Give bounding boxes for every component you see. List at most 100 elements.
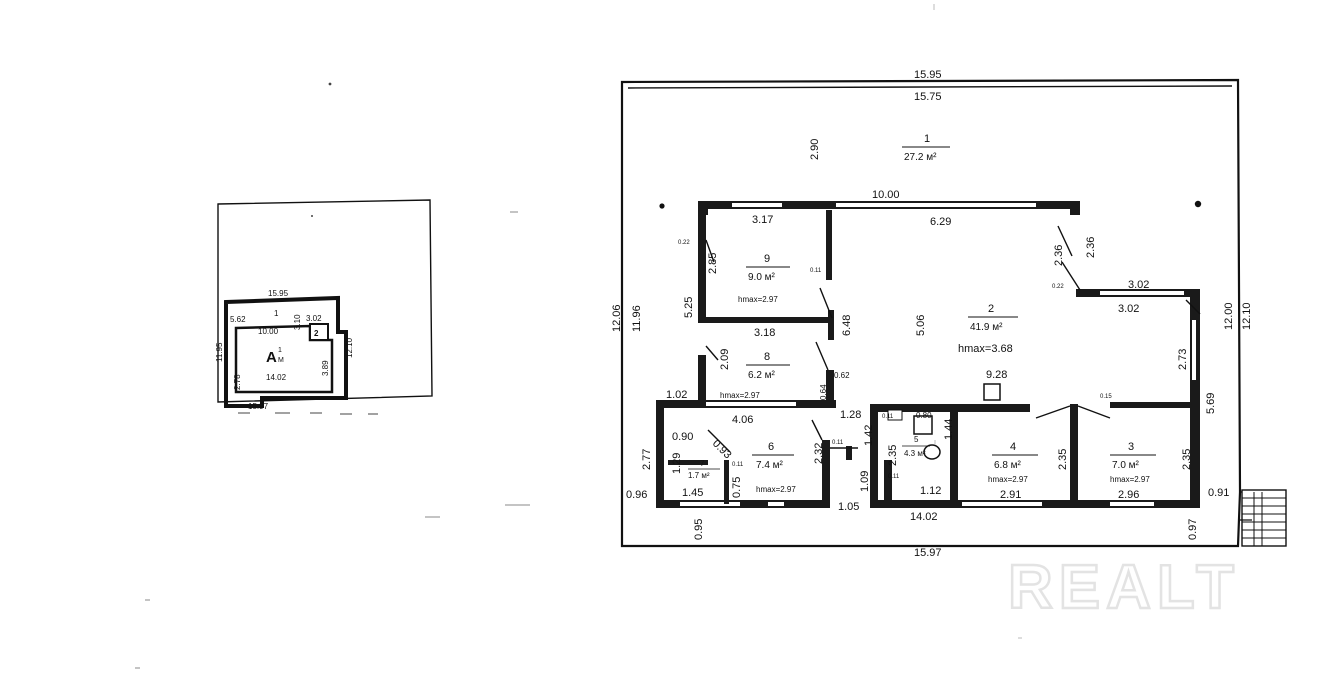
wall-8-left: [698, 355, 706, 405]
outer-boundary-inner: [627, 85, 1233, 89]
site-lit-sup: 1: [278, 347, 282, 354]
room-6-label: 6 7.4 м² hmax=2.97: [752, 441, 796, 494]
door-swing: [811, 419, 823, 441]
dim-outer-right-2: 12.10: [1241, 302, 1253, 330]
wall-9-8: [698, 317, 834, 323]
dim-109: 1.09: [859, 471, 871, 492]
door-swing: [1035, 405, 1111, 419]
dim-022a: 0.22: [678, 240, 690, 246]
dim-569: 5.69: [1205, 393, 1217, 414]
room-area: 7.4 м²: [756, 460, 784, 471]
wall-3-top: [1110, 402, 1200, 408]
room-number: 1: [924, 133, 930, 145]
dim-128: 1.28: [840, 409, 861, 421]
dim-291: 2.91: [1000, 489, 1021, 501]
room-hmax: hmax=2.97: [738, 295, 778, 304]
room-number: 4: [1010, 441, 1016, 453]
fixture: [887, 409, 903, 421]
room-number: 6: [768, 441, 774, 453]
site-inner-w: 10.00: [258, 327, 279, 336]
dim-142: 1.42: [863, 425, 875, 446]
dim-095: 0.95: [693, 519, 705, 540]
room-area: 41.9 м²: [970, 322, 1003, 333]
window: [1110, 502, 1154, 506]
site-bottom-dim: 15.97: [248, 402, 269, 411]
dim-648: 6.48: [841, 315, 853, 336]
dim-112: 1.12: [920, 485, 941, 497]
site-room-2-box: [309, 323, 329, 341]
site-plan: 15.95 15.97 1 2 10.00 3.02 5.62 14.02 3.…: [135, 82, 530, 669]
site-dashes: [238, 412, 378, 415]
dim-yard-290: 2.90: [809, 139, 821, 160]
site-dim-1195: 11.95: [215, 342, 224, 362]
door-swing: [705, 239, 715, 263]
room-1-label: 1 27.2 м²: [902, 133, 950, 163]
dim-022b: 0.22: [1052, 284, 1064, 290]
room-number: 9: [764, 253, 770, 265]
room-area: 27.2 м²: [904, 152, 937, 163]
realt-watermark: REALT: [1008, 553, 1240, 622]
site-dim-1210: 12.10: [345, 337, 354, 358]
dim-236b: 2.36: [1085, 237, 1097, 258]
room-area: 1.7 м²: [688, 471, 710, 480]
dim-outer-left-2: 11.96: [631, 305, 643, 332]
dim-525: 5.25: [683, 297, 695, 318]
scan-dot: [328, 82, 332, 86]
room-number: 8: [764, 351, 770, 363]
site-marker: [1194, 200, 1202, 208]
wall-9-right: [826, 210, 832, 280]
wall-bottom-left: [656, 500, 830, 508]
dim-080: 0.80: [916, 411, 932, 420]
site-dim-310: 3.10: [293, 314, 302, 330]
dim-145: 1.45: [682, 487, 703, 499]
dim-629: 6.29: [930, 216, 951, 228]
window: [962, 502, 1042, 506]
room-hmax: hmax=2.97: [756, 485, 796, 494]
dim-302a: 3.02: [1128, 279, 1149, 291]
dim-144: 1.44: [943, 419, 955, 440]
room-number: 3: [1128, 441, 1134, 453]
dim-235c: 2.35: [1181, 449, 1193, 470]
dim-011d: 0.11: [888, 474, 900, 480]
wall-8-right: [826, 370, 834, 406]
dim-outer-top-1: 15.95: [914, 69, 942, 81]
dim-318: 3.18: [754, 327, 775, 339]
site-dim-389: 3.89: [321, 360, 330, 376]
room-number: 2: [988, 303, 994, 315]
dim-1402: 14.02: [910, 511, 938, 523]
dim-090: 0.90: [672, 431, 693, 443]
room-hmax: hmax=3.68: [958, 343, 1013, 355]
wall-5-left: [870, 404, 878, 508]
room-area: 6.2 м²: [748, 370, 776, 381]
dim-075: 0.75: [731, 477, 743, 498]
site-house-outline: [224, 295, 348, 408]
door-swing: [1061, 261, 1081, 291]
room-8-label: 8 6.2 м² hmax=2.97: [720, 351, 790, 400]
room-9-label: 9 9.0 м² hmax=2.97: [738, 253, 790, 304]
dim-outer-bottom: 15.97: [914, 547, 942, 559]
wall-right: [1190, 289, 1200, 505]
door-swing: [819, 287, 833, 319]
small-dimensions: 0.22 0.22 0.11 0.11 0.11 0.11 0.11 0.15: [678, 240, 1112, 480]
dim-062: 0.62: [834, 371, 850, 380]
dim-011b: 0.11: [732, 462, 744, 468]
room-hmax: hmax=2.97: [720, 391, 760, 400]
site-boundary: [217, 199, 433, 403]
site-room-1: 1: [274, 309, 279, 318]
door-swing: [705, 345, 719, 361]
dim-129: 1.29: [671, 453, 683, 474]
room-5-label: 5 4.3 м²: [902, 435, 930, 458]
dim-296: 2.96: [1118, 489, 1139, 501]
room-hmax: hmax=2.97: [988, 475, 1028, 484]
wall-stub: [846, 446, 852, 460]
dim-011c: 0.11: [832, 440, 844, 446]
wall-5-right: [950, 404, 958, 508]
stairs: [1241, 489, 1287, 547]
dim-outer-top-2: 15.75: [914, 91, 942, 103]
room-number: 5: [914, 435, 919, 444]
scan-dot: [311, 215, 313, 217]
dim-235b: 2.35: [1057, 449, 1069, 470]
dim-096: 0.96: [626, 489, 647, 501]
dim-105: 1.05: [838, 501, 859, 513]
scan-specks: [135, 211, 530, 669]
